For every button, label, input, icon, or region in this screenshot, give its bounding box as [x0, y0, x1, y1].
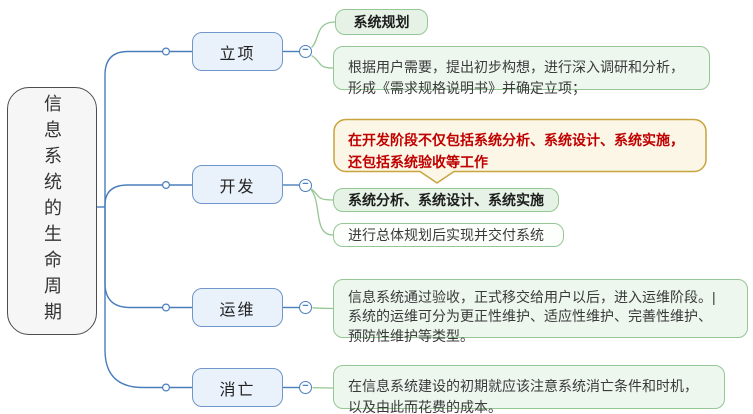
topic-lixiang-note[interactable]: 根据用户需要，提出初步构想，进行深入调研和分析， 形成《需求规格说明书》并确定立…: [333, 46, 710, 96]
callout-kaifa-note[interactable]: 在开发阶段不仅包括系统分析、系统设计、系统实施， 还包括系统验收等工作: [348, 132, 684, 170]
branch-kaifa-label: 开发: [219, 178, 256, 196]
branch-kaifa[interactable]: 开发: [192, 165, 283, 204]
branch-xiaowang-label: 消亡: [219, 381, 256, 399]
topic-kaifa-key[interactable]: 系统分析、系统设计、系统实施: [333, 188, 559, 212]
topic-kaifa-note[interactable]: 进行总体规划后实现并交付系统: [333, 223, 564, 247]
topic-xiaowang-note[interactable]: 在信息系统建设的初期就应该注意系统消亡条件和时机， 以及由此而花费的成本。: [333, 365, 725, 414]
branch-lixiang[interactable]: 立项: [192, 32, 283, 71]
collapse-icon-yunwei[interactable]: −: [299, 301, 312, 314]
branch-lixiang-label: 立项: [219, 45, 256, 63]
branch-yunwei[interactable]: 运维: [192, 288, 283, 327]
collapse-icon-kaifa[interactable]: −: [299, 178, 312, 192]
branch-yunwei-label: 运维: [219, 301, 256, 319]
topic-system-planning[interactable]: 系统规划: [335, 9, 428, 35]
callout-bubble-shape: [333, 118, 707, 184]
collapse-icon-xiaowang[interactable]: −: [299, 381, 312, 394]
root-topic[interactable]: 信息系统的生命周期: [7, 87, 97, 335]
collapse-icon-lixiang[interactable]: −: [299, 45, 312, 58]
topic-yunwei-note[interactable]: 信息系统通过验收，正式移交给用户以后，进入运维阶段。| 系统的运维可分为更正性维…: [333, 279, 748, 344]
root-topic-label: 信息系统的生命周期: [42, 94, 62, 328]
branch-xiaowang[interactable]: 消亡: [192, 368, 283, 407]
